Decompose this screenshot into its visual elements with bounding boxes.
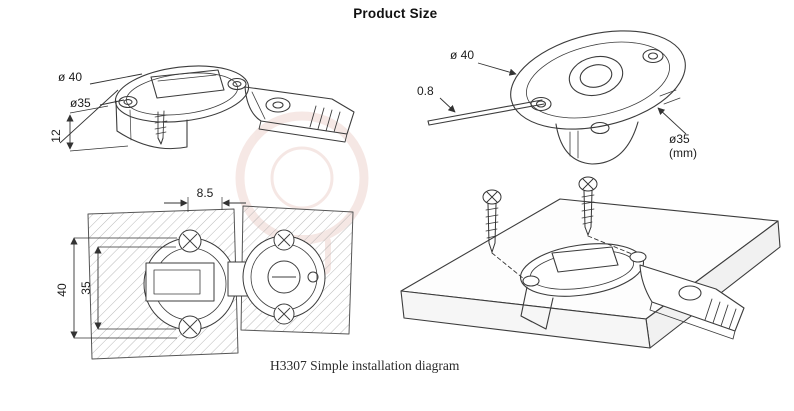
screw-icon	[482, 189, 525, 280]
view-iso-top-left	[114, 65, 355, 150]
dim-label-plan-width: 8.5	[197, 186, 214, 200]
dim-label-iso-d40: ø 40	[58, 70, 82, 84]
screws	[482, 176, 633, 280]
dim-label-side-unit: (mm)	[669, 146, 697, 160]
dim-label-iso-depth: 12	[49, 129, 63, 143]
iso-dimension-lines	[59, 73, 143, 152]
dim-label-plan-40: 40	[55, 283, 69, 297]
side-dimension-lines	[439, 62, 687, 135]
view-plan-bottom-left	[87, 205, 354, 360]
view-side-top-right	[427, 30, 686, 165]
dim-label-side-d35: ø35	[669, 132, 690, 146]
dim-label-side-d40: ø 40	[450, 48, 474, 62]
dim-label-side-thickness: 0.8	[417, 84, 434, 98]
installation-caption: H3307 Simple installation diagram	[270, 358, 460, 373]
page-title: Product Size	[353, 6, 438, 21]
plan-dimension-lines	[70, 197, 246, 339]
view-install-bottom-right	[400, 198, 781, 349]
screw-icon	[578, 176, 633, 255]
dim-label-plan-35: 35	[79, 281, 93, 295]
dim-label-iso-d35: ø35	[70, 96, 91, 110]
